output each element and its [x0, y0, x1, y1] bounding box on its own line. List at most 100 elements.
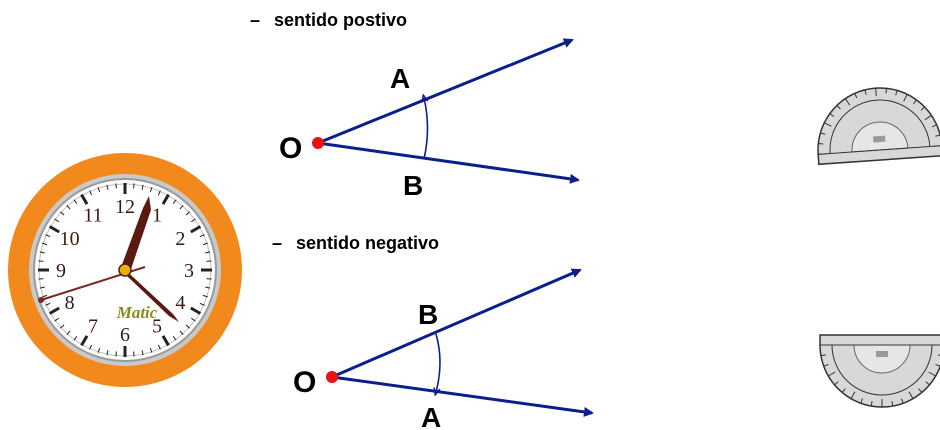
positive-lower-label: B	[403, 170, 423, 201]
clock-tick	[48, 225, 60, 234]
clock-tick	[157, 344, 161, 350]
positive-dash: –	[250, 10, 261, 30]
clock-tick	[45, 234, 51, 238]
clock-tick	[141, 184, 144, 190]
clock-tick	[149, 187, 153, 193]
clock-tick	[60, 324, 65, 329]
clock-tick	[205, 286, 211, 289]
clock-numeral: 12	[115, 196, 135, 218]
positive-ray-upper	[317, 38, 574, 145]
clock-tick	[106, 184, 109, 190]
protractor-tick	[875, 88, 877, 97]
clock-tick	[39, 251, 45, 254]
clock-tick	[97, 347, 101, 353]
clock-tick	[115, 183, 117, 189]
positive-angle-arc	[424, 98, 428, 160]
clock-tick	[115, 351, 117, 357]
protractor-tick	[918, 388, 923, 393]
protractor-tick	[818, 153, 827, 155]
clock-tick	[89, 190, 93, 196]
negative-title: sentido negativo	[296, 233, 440, 253]
clock-tick	[66, 205, 71, 210]
protractor-tick	[924, 114, 932, 121]
protractor-tick	[931, 124, 937, 128]
positive-vertex-dot	[312, 137, 324, 149]
clock-numeral: 11	[83, 205, 102, 227]
protractor-tick	[854, 93, 858, 99]
negative-ray-upper	[331, 268, 582, 379]
clock-tick	[133, 351, 135, 357]
clock-numeral: 1	[152, 205, 162, 227]
negative-ray-lower	[331, 375, 594, 417]
protractor-tick	[933, 145, 940, 147]
clock-tick	[97, 187, 101, 193]
clock-tick	[202, 242, 208, 246]
clock-tick	[190, 306, 202, 315]
clock-tick	[191, 218, 196, 223]
clock-tick	[45, 302, 51, 306]
protractor-tick	[841, 388, 846, 393]
protractor-tick	[928, 371, 936, 377]
protractor-tick	[935, 364, 940, 367]
clock-numeral: 2	[175, 228, 185, 250]
negative-vertex-label: O	[293, 366, 316, 399]
positive-upper-label: A	[390, 63, 410, 94]
protractor-tick	[823, 364, 829, 367]
protractor-tick	[885, 88, 887, 94]
clock-numeral: 9	[56, 260, 66, 282]
clock-tick	[54, 317, 59, 322]
negative-upper-label: B	[418, 299, 438, 330]
clock-tick	[38, 278, 44, 280]
clock-tick	[185, 324, 190, 329]
clock-tick	[172, 199, 177, 204]
protractor-tick	[828, 371, 836, 377]
clock-tick	[42, 242, 48, 246]
clock-brand: Matic	[116, 303, 158, 322]
clock-tick	[206, 260, 212, 262]
clock-tick	[42, 294, 48, 298]
positive-heading: –sentido postivo	[250, 10, 407, 31]
protractor-tick	[820, 354, 826, 357]
clock-numeral: 4	[175, 292, 185, 314]
clock-tick	[161, 335, 170, 347]
protractor-tick	[935, 134, 940, 137]
clock-tick	[54, 218, 59, 223]
clock-frame	[8, 153, 242, 387]
protractor-tick	[829, 113, 835, 117]
clock-tick	[179, 205, 184, 210]
clock-numeral: 7	[88, 315, 98, 337]
clock-tick	[89, 344, 93, 350]
clock-tick	[185, 211, 190, 216]
clock-tick	[38, 260, 44, 262]
negative-dash: –	[272, 233, 283, 253]
protractor-tick	[870, 401, 873, 407]
clock-tick	[149, 347, 153, 353]
clock-tick	[199, 234, 205, 238]
clock-tick	[60, 211, 65, 216]
clock-tick	[66, 330, 71, 335]
protractor-tick	[818, 143, 824, 145]
protractor-tick	[901, 398, 904, 404]
clock-numeral: 5	[152, 315, 162, 337]
protractor-tick	[903, 94, 908, 102]
clock-tick	[190, 225, 202, 234]
protractor-inverted-icon	[819, 334, 940, 408]
protractor-tick	[844, 98, 851, 106]
clock-tick	[73, 199, 78, 204]
clock-tick	[157, 190, 161, 196]
clock-tick	[106, 350, 109, 356]
clock-tick	[191, 317, 196, 322]
clock-numeral: 10	[60, 228, 80, 250]
protractor-tick	[836, 105, 841, 110]
positive-vertex-label: O	[279, 132, 302, 165]
negative-angle-arc	[436, 333, 441, 392]
clock-numeral: 6	[120, 324, 130, 346]
protractor-tick	[860, 398, 863, 404]
clock-tick	[80, 193, 89, 205]
clock-tick	[206, 278, 212, 280]
negative-lower-label: A	[421, 402, 441, 430]
protractor-tick	[864, 89, 867, 95]
